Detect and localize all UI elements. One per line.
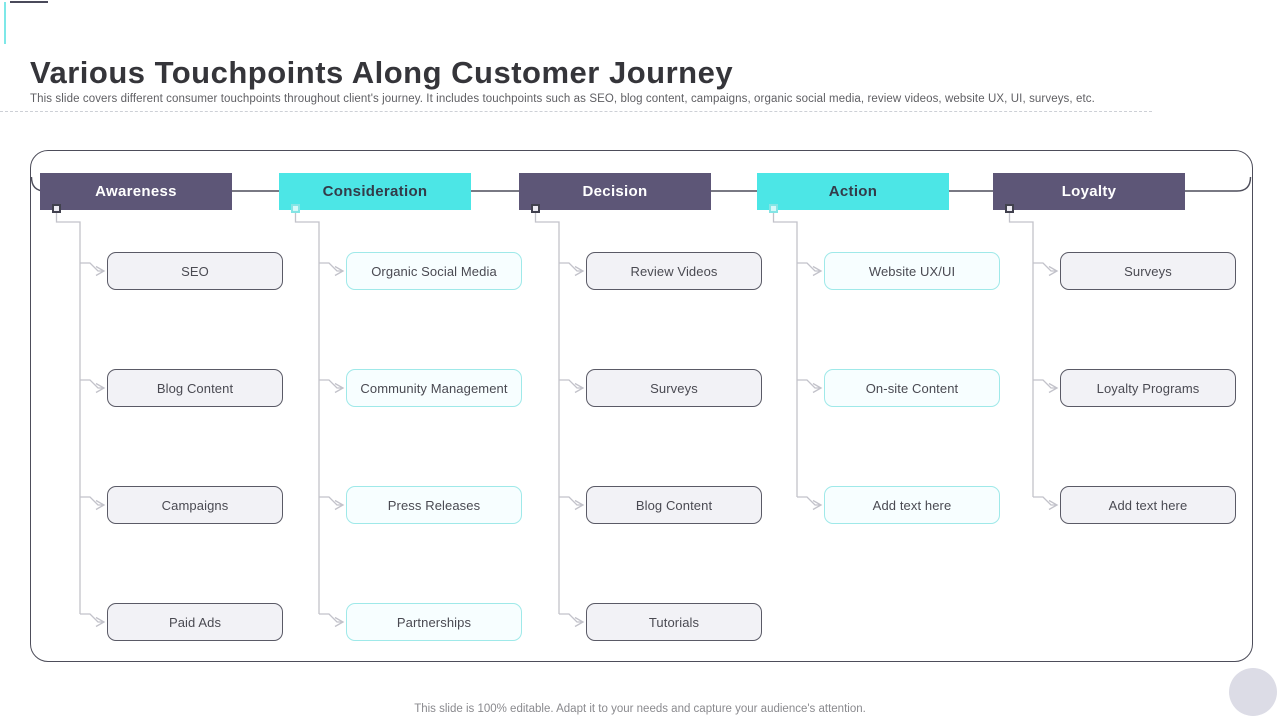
touchpoint-box-action-2[interactable]: Add text here — [824, 486, 1000, 524]
touchpoint-box-consideration-1[interactable]: Community Management — [346, 369, 522, 407]
touchpoint-box-loyalty-2[interactable]: Add text here — [1060, 486, 1236, 524]
connector-node-action — [769, 204, 778, 213]
connector-node-decision — [531, 204, 540, 213]
touchpoint-box-decision-0[interactable]: Review Videos — [586, 252, 762, 290]
touchpoint-box-decision-3[interactable]: Tutorials — [586, 603, 762, 641]
journey-diagram-frame — [30, 150, 1253, 662]
stage-header-consideration[interactable]: Consideration — [279, 173, 471, 210]
slide-subtitle: This slide covers different consumer tou… — [30, 93, 1095, 105]
touchpoint-box-action-1[interactable]: On-site Content — [824, 369, 1000, 407]
stage-header-decision[interactable]: Decision — [519, 173, 711, 210]
touchpoint-box-consideration-0[interactable]: Organic Social Media — [346, 252, 522, 290]
touchpoint-box-loyalty-0[interactable]: Surveys — [1060, 252, 1236, 290]
stage-header-awareness[interactable]: Awareness — [40, 173, 232, 210]
corner-circle-decoration — [1229, 668, 1277, 716]
footer-note: This slide is 100% editable. Adapt it to… — [414, 703, 866, 715]
touchpoint-box-consideration-3[interactable]: Partnerships — [346, 603, 522, 641]
connector-node-awareness — [52, 204, 61, 213]
touchpoint-box-decision-1[interactable]: Surveys — [586, 369, 762, 407]
touchpoint-box-awareness-3[interactable]: Paid Ads — [107, 603, 283, 641]
connector-node-consideration — [291, 204, 300, 213]
touchpoint-box-awareness-2[interactable]: Campaigns — [107, 486, 283, 524]
corner-accent-horizontal-line — [10, 1, 48, 3]
touchpoint-box-decision-2[interactable]: Blog Content — [586, 486, 762, 524]
touchpoint-box-action-0[interactable]: Website UX/UI — [824, 252, 1000, 290]
header-divider-line — [0, 111, 1152, 112]
touchpoint-box-consideration-2[interactable]: Press Releases — [346, 486, 522, 524]
touchpoint-box-awareness-1[interactable]: Blog Content — [107, 369, 283, 407]
page-title: Various Touchpoints Along Customer Journ… — [30, 54, 734, 90]
touchpoint-box-awareness-0[interactable]: SEO — [107, 252, 283, 290]
stage-header-action[interactable]: Action — [757, 173, 949, 210]
connector-node-loyalty — [1005, 204, 1014, 213]
touchpoint-box-loyalty-1[interactable]: Loyalty Programs — [1060, 369, 1236, 407]
stage-header-loyalty[interactable]: Loyalty — [993, 173, 1185, 210]
corner-accent-vertical-line — [4, 2, 6, 44]
